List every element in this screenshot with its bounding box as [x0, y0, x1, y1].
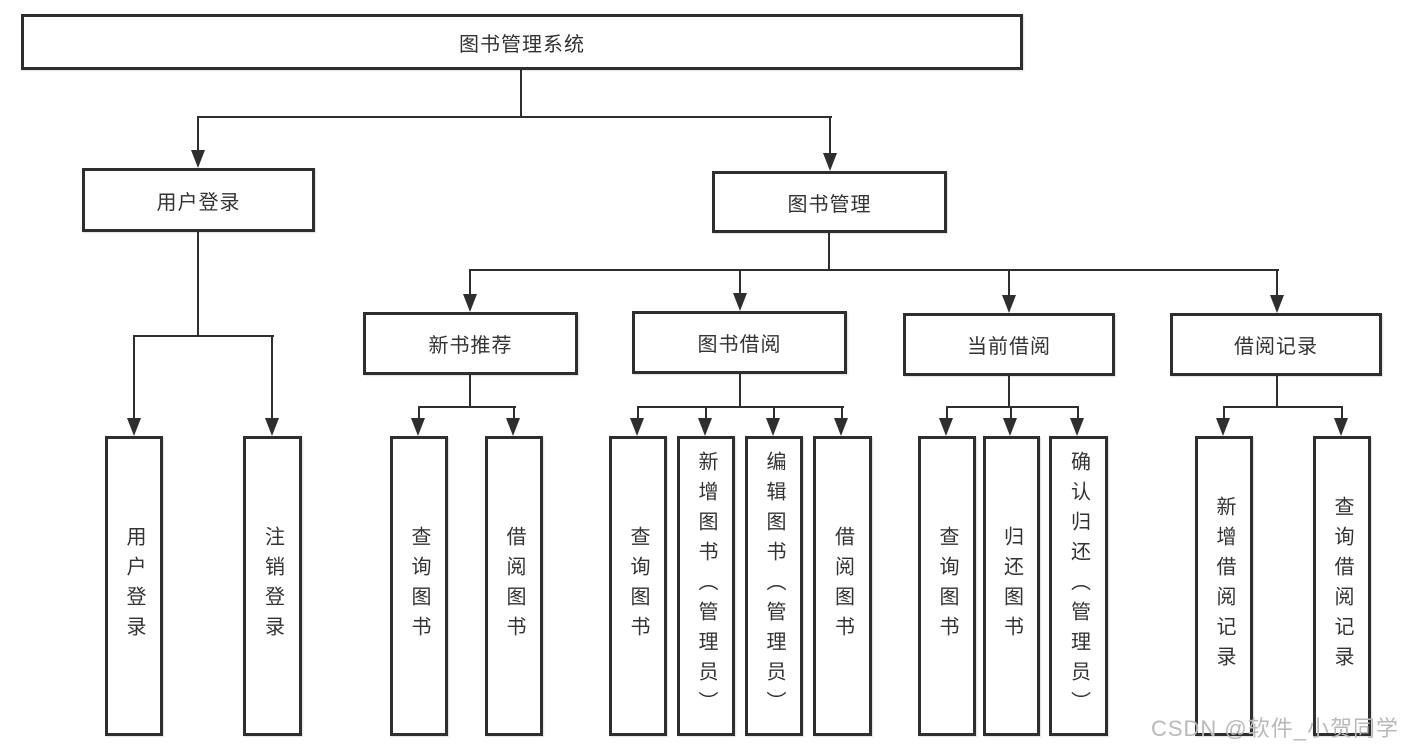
arrowhead-book-borrowing	[733, 293, 747, 311]
leaf-recommend-borrow-books: 借阅图书	[485, 436, 543, 736]
connector-root-stub	[520, 69, 522, 118]
connector-recommend-stub	[469, 375, 471, 408]
arrowhead-cb-confirm	[1070, 418, 1084, 436]
node-label: 借阅记录	[1234, 336, 1318, 358]
arrowhead-new-book-recommend	[463, 294, 477, 312]
connector-shaft-book-management	[829, 116, 831, 156]
arrowhead-user-login	[191, 150, 205, 168]
arrowhead-br-query	[1334, 418, 1348, 436]
arrowhead-bb-query	[630, 418, 644, 436]
connector-shaft-br-add	[1223, 406, 1225, 422]
connector-shaft-cb-return	[1010, 406, 1012, 422]
leaf-records-add-record: 新增借阅记录	[1195, 436, 1253, 736]
leaf-label: 用户登录	[123, 526, 145, 646]
leaf-logout-login: 注销登录	[243, 436, 302, 736]
connector-shaft-cb-query	[946, 406, 948, 422]
connector-recommend-hline	[418, 406, 516, 408]
leaf-label: 查询图书	[408, 526, 430, 646]
connector-shaft-cb-confirm	[1077, 406, 1079, 422]
node-label: 图书管理系统	[459, 33, 585, 56]
leaf-label: 归还图书	[1000, 526, 1023, 646]
leaf-label: 查询图书	[936, 526, 958, 646]
arrowhead-br-add	[1216, 418, 1230, 436]
connector-shaft-book-borrowing	[739, 269, 741, 297]
connector-current-hline	[946, 406, 1079, 408]
leaf-borrowing-borrow-books: 借阅图书	[813, 436, 872, 736]
node-user-login: 用户登录	[82, 168, 315, 232]
leaf-borrowing-edit-books-admin: 编辑图书（管理员）	[745, 436, 803, 736]
leaf-borrowing-query-books: 查询图书	[609, 436, 667, 736]
connector-shaft-bb-edit	[773, 406, 775, 422]
node-label: 新书推荐	[428, 335, 513, 357]
leaf-label: 新增借阅记录	[1213, 496, 1235, 676]
node-current-borrowing: 当前借阅	[903, 313, 1115, 376]
connector-shaft-current-borrowing	[1008, 269, 1010, 297]
leaf-current-return-books: 归还图书	[983, 436, 1040, 736]
connector-shaft-borrowing-records	[1276, 269, 1278, 297]
leaf-recommend-query-books: 查询图书	[390, 436, 448, 736]
arrowhead-rec-borrow	[506, 418, 520, 436]
connector-shaft-user-login	[197, 116, 199, 154]
arrowhead-bb-add	[698, 418, 712, 436]
connector-shaft-leaf-logout	[271, 335, 273, 421]
arrowhead-borrowing-records	[1270, 295, 1284, 313]
connector-shaft-rec-query	[418, 406, 420, 422]
node-book-borrowing: 图书借阅	[632, 311, 847, 374]
arrowhead-book-management	[823, 153, 837, 171]
node-new-book-recommend: 新书推荐	[363, 312, 578, 375]
leaf-label: 借阅图书	[503, 526, 525, 646]
connector-userlogin-hline	[133, 335, 274, 337]
leaf-label: 编辑图书（管理员）	[763, 451, 785, 721]
connector-root-hline	[197, 116, 832, 118]
connector-shaft-leaf-user-login	[133, 335, 135, 421]
arrowhead-cb-return	[1003, 418, 1017, 436]
leaf-label: 确认归还（管理员）	[1067, 451, 1090, 721]
leaf-label: 查询借阅记录	[1331, 496, 1353, 676]
node-borrowing-records: 借阅记录	[1170, 313, 1382, 376]
connector-userlogin-stub	[197, 232, 199, 337]
connector-shaft-new-book-recommend	[469, 269, 471, 297]
node-label: 用户登录	[156, 191, 241, 214]
leaf-current-confirm-return-admin: 确认归还（管理员）	[1049, 436, 1108, 736]
connector-shaft-bb-borrow	[841, 406, 843, 422]
arrowhead-leaf-logout	[265, 418, 279, 436]
leaf-label: 查询图书	[627, 526, 649, 646]
leaf-label: 新增图书（管理员）	[695, 451, 717, 721]
arrowhead-leaf-user-login	[127, 418, 141, 436]
node-label: 图书管理	[787, 193, 872, 216]
node-book-management: 图书管理	[712, 171, 947, 233]
connector-records-hline	[1223, 406, 1343, 408]
leaf-records-query-record: 查询借阅记录	[1313, 436, 1371, 736]
connector-records-stub	[1276, 376, 1278, 408]
connector-shaft-rec-borrow	[513, 406, 515, 422]
leaf-label: 借阅图书	[831, 526, 854, 646]
leaf-label: 注销登录	[261, 526, 284, 646]
arrowhead-cb-query	[939, 418, 953, 436]
connector-shaft-br-query	[1341, 406, 1343, 422]
connector-borrowing-stub	[739, 374, 741, 408]
arrowhead-rec-query	[411, 418, 425, 436]
arrowhead-current-borrowing	[1002, 295, 1016, 313]
connector-bookmgmt-hline	[469, 269, 1279, 271]
connector-bookmgmt-stub	[828, 233, 830, 271]
node-label: 图书借阅	[697, 334, 782, 356]
connector-shaft-bb-add	[705, 406, 707, 422]
leaf-borrowing-add-books-admin: 新增图书（管理员）	[677, 436, 735, 736]
leaf-user-login: 用户登录	[105, 436, 163, 736]
node-library-management-system: 图书管理系统	[21, 14, 1023, 70]
leaf-current-query-books: 查询图书	[918, 436, 976, 736]
connector-borrowing-hline	[637, 406, 844, 408]
connector-current-stub	[1008, 376, 1010, 408]
node-label: 当前借阅	[967, 336, 1051, 358]
arrowhead-bb-borrow	[834, 418, 848, 436]
arrowhead-bb-edit	[766, 418, 780, 436]
connector-shaft-bb-query	[637, 406, 639, 422]
watermark: CSDN @软件_小贺同学	[1150, 716, 1399, 741]
